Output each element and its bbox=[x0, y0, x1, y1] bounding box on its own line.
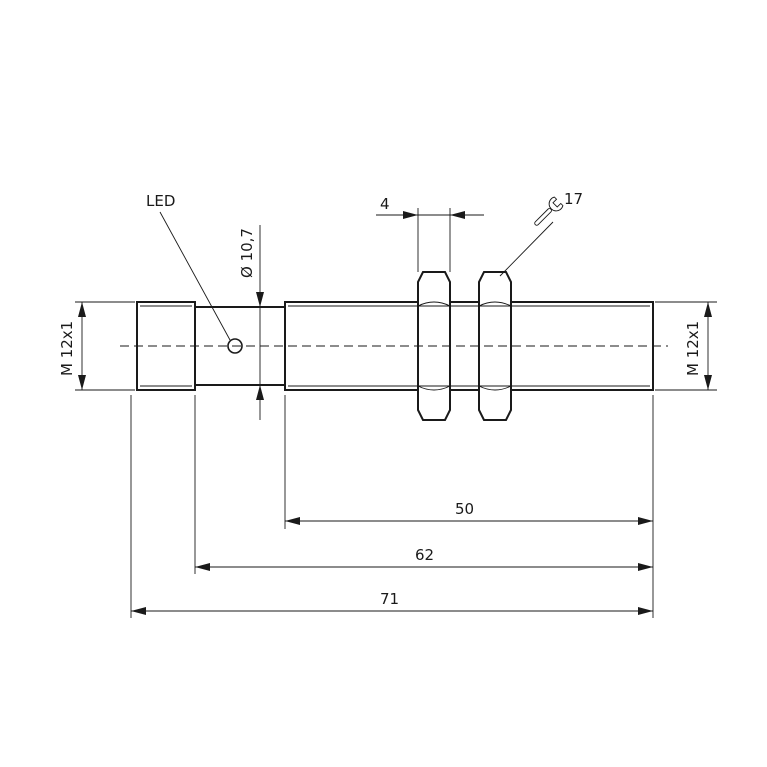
led-leader bbox=[159, 211, 231, 341]
thread-label-left: M 12x1 bbox=[58, 321, 76, 376]
dimension-71 bbox=[131, 607, 653, 615]
nut-width-label: 4 bbox=[380, 195, 390, 213]
wrench-leader bbox=[499, 221, 554, 277]
thread-dimension-left bbox=[75, 301, 135, 391]
wrench-icon bbox=[534, 196, 564, 226]
led-label: LED bbox=[146, 192, 175, 210]
wrench-size-label: 17 bbox=[564, 190, 583, 208]
dimension-50-label: 50 bbox=[455, 500, 474, 518]
dimension-62 bbox=[195, 563, 653, 571]
length-extension-lines bbox=[130, 395, 654, 618]
thread-dimension-right bbox=[655, 301, 717, 391]
diameter-label: Ø 10,7 bbox=[238, 228, 256, 278]
nut-width-dimension bbox=[376, 208, 484, 272]
dimension-50 bbox=[285, 517, 653, 525]
hex-nut-2 bbox=[478, 271, 512, 421]
dimension-62-label: 62 bbox=[415, 546, 434, 564]
diameter-dimension bbox=[256, 225, 264, 420]
dimension-71-label: 71 bbox=[380, 590, 399, 608]
led-indicator bbox=[227, 338, 243, 354]
thread-label-right: M 12x1 bbox=[684, 321, 702, 376]
